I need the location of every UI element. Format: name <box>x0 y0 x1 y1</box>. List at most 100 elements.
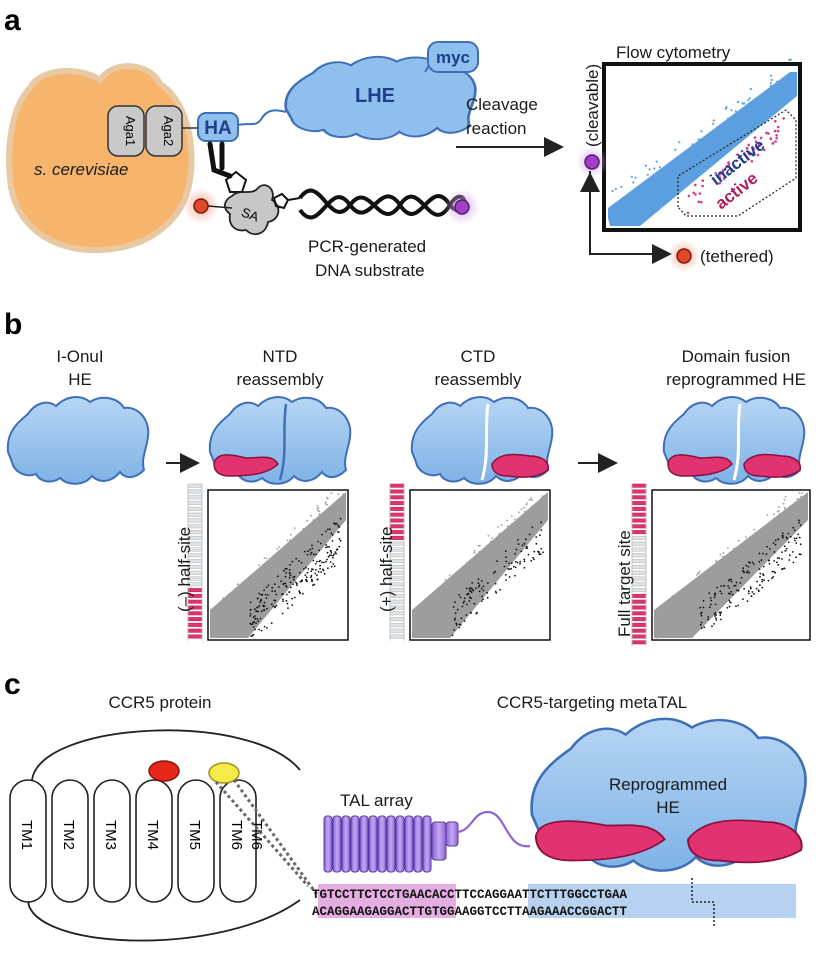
black-dot <box>777 563 780 566</box>
gray-dot <box>677 616 680 619</box>
ladder-rung <box>631 535 647 540</box>
black-dot <box>456 608 459 611</box>
ladder-rung <box>631 605 647 610</box>
black-dot <box>319 567 321 570</box>
black-dot <box>730 590 733 593</box>
black-dot <box>273 583 276 586</box>
black-dot <box>528 533 531 536</box>
black-dot <box>728 605 731 608</box>
black-dot <box>259 617 262 620</box>
active-dot <box>740 158 744 161</box>
tm-label: TM6 <box>228 820 245 850</box>
gray-dot <box>441 613 443 615</box>
black-dot <box>762 552 764 555</box>
gray-dot <box>474 562 477 565</box>
gray-dot <box>298 543 301 545</box>
black-dot <box>791 551 794 553</box>
ladder-rung <box>389 617 405 622</box>
gray-dot <box>698 572 700 574</box>
black-dot <box>700 621 703 624</box>
active-dot <box>774 140 777 143</box>
tm-label: TM2 <box>60 820 77 850</box>
gray-dot <box>542 503 544 506</box>
black-dot <box>289 581 292 584</box>
black-dot <box>789 535 792 538</box>
gray-dot <box>696 574 698 576</box>
stage1-line1: I-OnuI <box>56 347 103 366</box>
black-dot <box>272 605 275 608</box>
black-dot <box>787 541 790 544</box>
x-axis-label: (tethered) <box>700 247 774 266</box>
black-dot <box>282 598 284 601</box>
black-dot <box>291 560 294 563</box>
plot3-label: Full target site <box>615 530 634 637</box>
gray-dot <box>426 609 429 612</box>
gray-dot <box>722 560 724 563</box>
aga2-label: Aga2 <box>161 116 176 146</box>
gray-dot <box>302 548 305 551</box>
gray-dot <box>483 554 486 557</box>
ladder-rung <box>631 541 647 546</box>
black-dot <box>745 564 748 567</box>
tal-repeat <box>431 821 447 861</box>
ladder-full-site <box>631 483 647 647</box>
black-dot <box>535 536 538 538</box>
gray-dot <box>265 565 268 567</box>
black-dot <box>288 591 291 593</box>
black-dot <box>532 556 534 559</box>
black-dot <box>273 599 276 602</box>
black-dot <box>311 568 313 570</box>
gray-dot <box>268 580 271 583</box>
black-dot <box>313 583 316 586</box>
gray-dot <box>455 578 458 581</box>
gray-dot <box>448 593 450 596</box>
black-dot <box>800 553 802 556</box>
gray-dot <box>426 622 429 624</box>
black-dot <box>714 603 717 606</box>
inactive-dot <box>712 119 715 122</box>
antibody-icon <box>207 141 233 179</box>
gray-dot <box>322 531 325 534</box>
gray-dot <box>712 565 715 567</box>
gray-dot <box>301 533 304 536</box>
black-dot <box>480 587 483 590</box>
gray-dot <box>531 499 533 502</box>
gray-dot <box>287 560 290 563</box>
black-dot <box>785 547 788 550</box>
seq-top: TGTCCTTCTCCTGAACACCTTCCAGGAATTCTTTGGCCTG… <box>312 888 628 902</box>
inactive-dot <box>700 138 703 141</box>
gray-dot <box>758 533 761 536</box>
active-dots <box>611 58 792 215</box>
gray-dot <box>462 590 464 593</box>
active-dot <box>759 136 763 140</box>
black-dot <box>333 553 335 556</box>
black-dot <box>525 545 528 548</box>
aga2-box <box>145 105 183 157</box>
tal-repeat <box>445 821 459 847</box>
black-dot <box>333 565 336 568</box>
gray-dot <box>783 498 786 501</box>
black-dot <box>317 540 320 543</box>
black-dot <box>519 560 522 563</box>
scatter-band <box>412 492 548 638</box>
inactive-dot <box>674 148 677 151</box>
gray-dot <box>319 529 322 531</box>
gray-dot <box>428 599 430 601</box>
gray-dot <box>413 633 415 635</box>
black-dot <box>453 619 456 621</box>
inactive-dot <box>734 110 737 113</box>
black-dot <box>749 587 752 590</box>
gray-dot <box>217 623 219 625</box>
gray-dot <box>789 519 792 521</box>
black-dot <box>758 560 761 563</box>
panel-a-letter: a <box>4 4 21 37</box>
black-dot <box>287 607 289 609</box>
gray-dot <box>537 509 540 512</box>
black-dot <box>298 560 300 562</box>
gray-dot <box>722 552 725 554</box>
black-dot <box>743 587 745 590</box>
gray-dot <box>419 608 421 611</box>
black-dot <box>255 622 257 625</box>
active-dot <box>754 140 758 143</box>
